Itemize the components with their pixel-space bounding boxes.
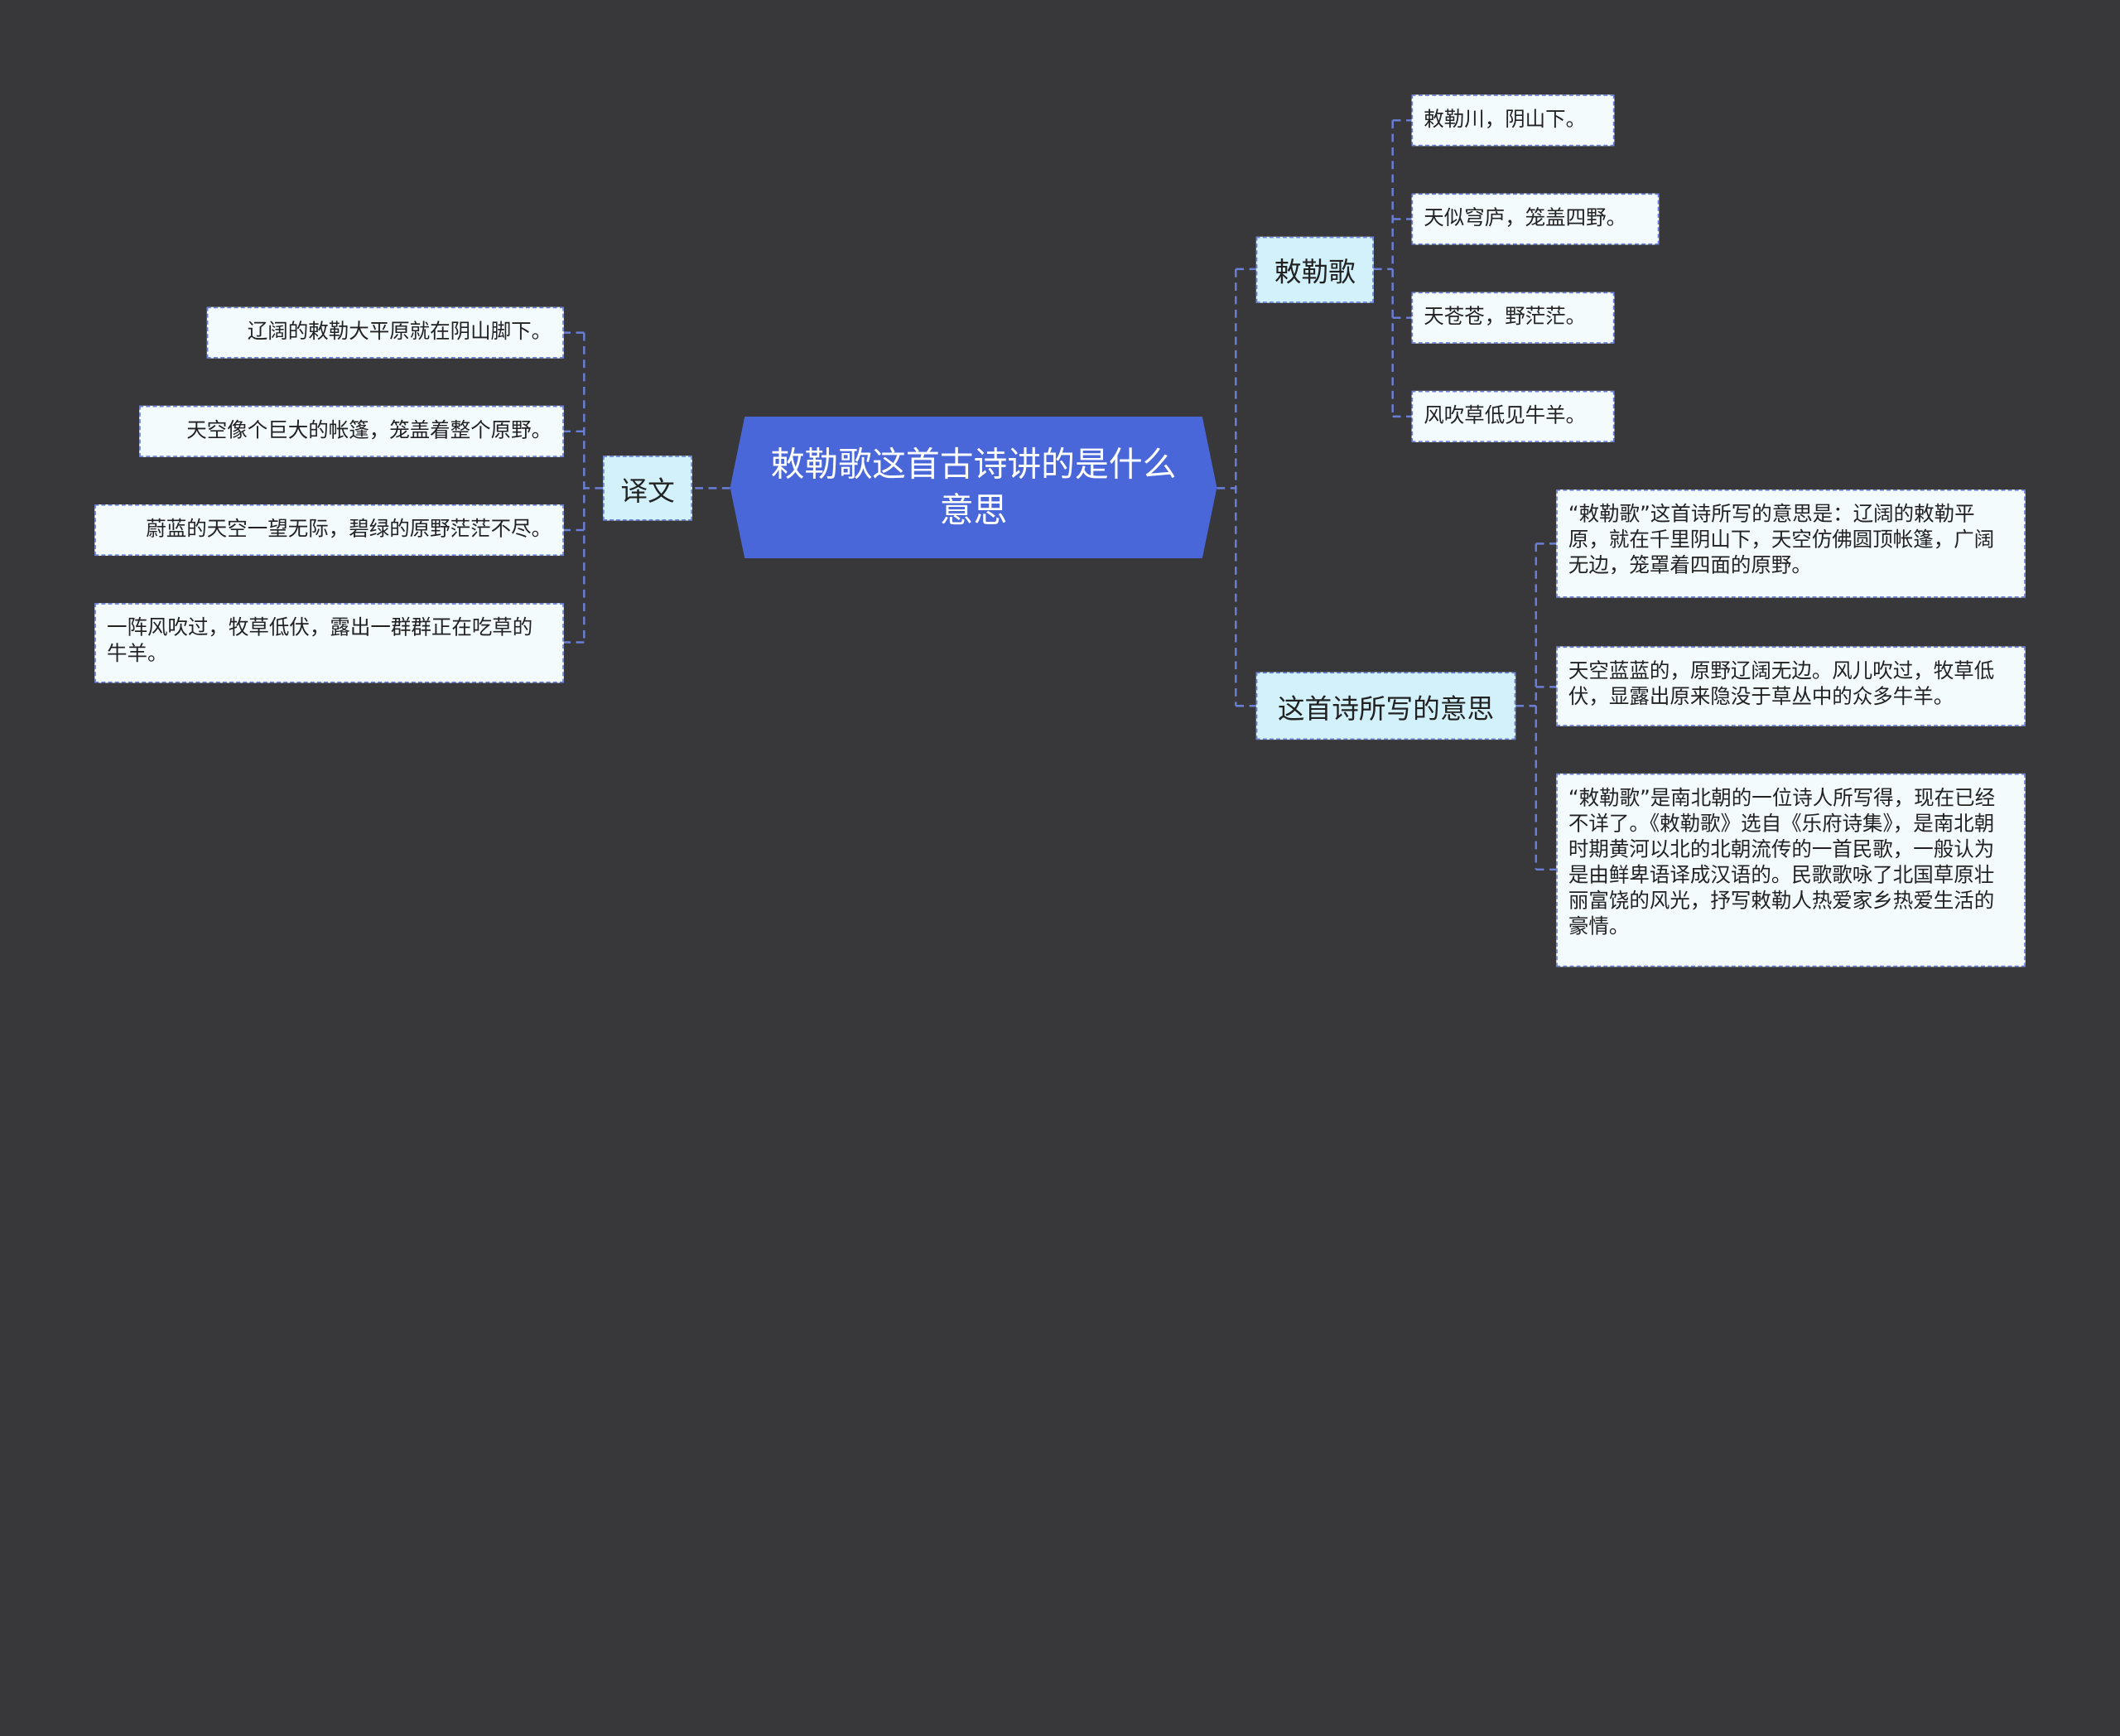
translation-item[interactable]: 一阵风吹过，牧草低伏，露出一群群正在吃草的牛羊。 (94, 603, 564, 683)
poem-line[interactable]: 天苍苍，野茫茫。 (1411, 292, 1615, 344)
connector-lines (563, 119, 1557, 871)
branch-meaning[interactable]: 这首诗所写的意思 (1255, 672, 1516, 740)
root-topic-label: 敕勒歌这首古诗讲的是什么意思 (770, 444, 1177, 530)
translation-item[interactable]: 蔚蓝的天空一望无际，碧绿的原野茫茫不尽。 (94, 504, 564, 557)
branch-translation-label: 译文 (620, 474, 675, 507)
branch-poem-label: 敕勒歌 (1274, 255, 1356, 288)
meaning-item[interactable]: 天空蓝蓝的，原野辽阔无边。风儿吹过，牧草低伏，显露出原来隐没于草丛中的众多牛羊。 (1556, 646, 2026, 726)
branch-translation[interactable]: 译文 (603, 456, 692, 521)
branch-meaning-label: 这首诗所写的意思 (1277, 692, 1495, 725)
connector-root-right (1217, 268, 1237, 706)
poem-line[interactable]: 风吹草低见牛羊。 (1411, 390, 1615, 442)
connector-translation-spine (583, 332, 604, 643)
meaning-item[interactable]: “敕勒歌”是南北朝的一位诗人所写得，现在已经不详了。《敕勒歌》选自《乐府诗集》，… (1556, 773, 2026, 967)
poem-line[interactable]: 敕勒川，阴山下。 (1411, 94, 1615, 147)
translation-item[interactable]: 辽阔的敕勒大平原就在阴山脚下。 (206, 306, 564, 359)
branch-poem[interactable]: 敕勒歌 (1255, 236, 1374, 303)
translation-item[interactable]: 天空像个巨大的帐篷，笼盖着整个原野。 (139, 405, 564, 457)
root-topic[interactable]: 敕勒歌这首古诗讲的是什么意思 (730, 416, 1217, 559)
meaning-item[interactable]: “敕勒歌”这首诗所写的意思是：辽阔的敕勒平原，就在千里阴山下，天空仿佛圆顶帐篷，… (1556, 489, 2026, 598)
connector-meaning-spine (1515, 543, 1537, 870)
poem-line[interactable]: 天似穹庐，笼盖四野。 (1411, 193, 1660, 245)
connector-poem-spine (1373, 120, 1394, 417)
